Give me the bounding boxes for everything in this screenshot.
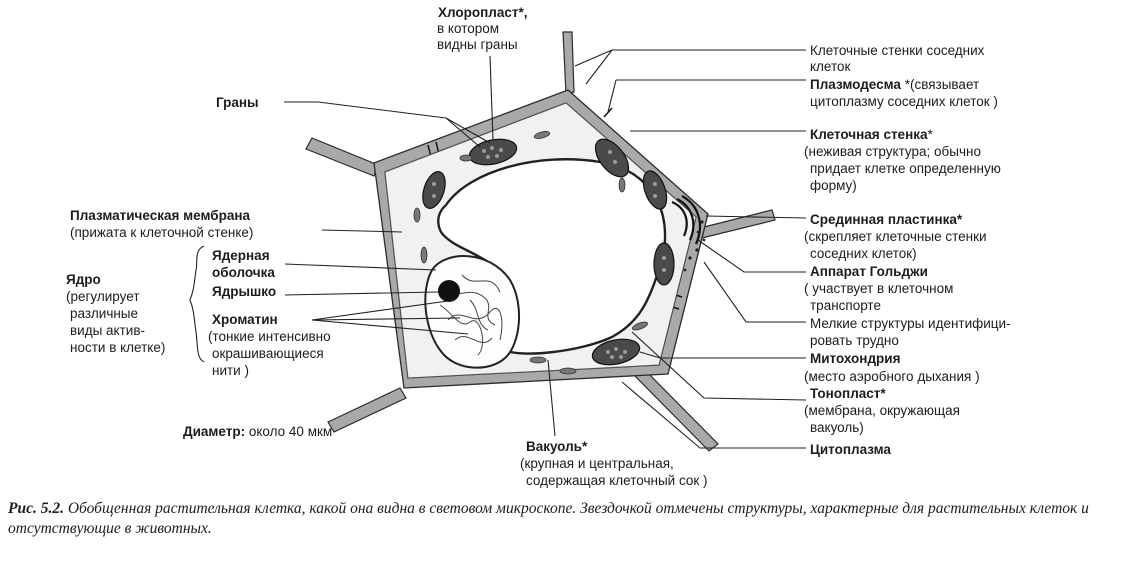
label-nucleus-l3: различные — [70, 306, 138, 321]
caption-text: Обобщенная растительная клетка, какой он… — [8, 500, 1089, 537]
label-vacuole: Вакуоль* — [526, 439, 588, 454]
caption-number: Рис. 5.2. — [8, 500, 64, 517]
neighbour-cell-walls — [305, 31, 776, 452]
diameter-value: около 40 мкм — [245, 424, 332, 439]
label-vacuole-l3: содержащая клеточный сок ) — [526, 473, 708, 488]
label-mitochondrion: Митохондрия — [810, 351, 900, 366]
label-small-structures-l2: ровать трудно — [810, 333, 899, 348]
label-small-structures: Мелкие структуры идентифици- — [810, 316, 1011, 331]
plasmodesma-rest: *(связывает — [901, 77, 979, 92]
label-vacuole-l2: (крупная и центральная, — [520, 456, 674, 471]
label-nucleus: Ядро — [66, 272, 101, 287]
label-tonoplast: Тонопласт* — [810, 386, 886, 401]
plasmodesma-title: Плазмодесма — [810, 77, 901, 92]
label-chromatin: Хроматин — [212, 312, 278, 327]
grana-dots — [432, 146, 666, 359]
label-chloroplast-l3: видны граны — [437, 37, 518, 52]
label-cytoplasm: Цитоплазма — [810, 442, 891, 457]
label-cell-wall-l2: (неживая структура; обычно — [804, 144, 981, 159]
label-mitochondrion-l2: (место аэробного дыхания ) — [804, 369, 980, 384]
label-golgi-l3: транспорте — [810, 298, 881, 313]
label-nucleolus: Ядрышко — [212, 284, 276, 299]
label-tonoplast-l2: (мембрана, окружающая — [804, 403, 960, 418]
label-nucleus-l5: ности в клетке) — [70, 340, 165, 355]
label-plasma-membrane: Плазматическая мембрана — [70, 208, 250, 223]
label-chromatin-l4: нити ) — [212, 363, 249, 378]
label-chromatin-l2: (тонкие интенсивно — [208, 329, 331, 344]
diameter-title: Диаметр: — [183, 424, 245, 439]
label-cell-wall-l4: форму) — [810, 178, 857, 193]
label-diameter: Диаметр: около 40 мкм — [183, 424, 332, 439]
label-plasmodesma: Плазмодесма *(связывает — [810, 77, 979, 92]
nucleus — [424, 255, 521, 369]
label-plasma-membrane-l2: (прижата к клеточной стенке) — [70, 225, 253, 240]
label-golgi-l2: ( участвует в клеточном — [804, 281, 953, 296]
plant-cell-diagram: Хлоропласт*, в котором видны граны Граны… — [66, 5, 1011, 488]
cell-wall-star: * — [928, 127, 934, 142]
label-cell-walls-l2: клеток — [810, 59, 851, 74]
label-middle-lamella-l3: соседних клеток) — [810, 246, 917, 261]
label-cell-wall: Клеточная стенка* — [810, 127, 934, 142]
golgi-apparatus — [671, 195, 701, 245]
chloroplasts — [422, 138, 675, 366]
cell-wall-title: Клеточная стенка — [810, 127, 928, 142]
nucleolus-dot — [438, 280, 460, 302]
label-plasmodesma-l2: цитоплазму соседних клеток ) — [810, 94, 998, 109]
label-nuclear-envelope-l2: оболочка — [212, 265, 275, 280]
figure-caption: Рис. 5.2. Обобщенная растительная клетка… — [8, 499, 1128, 539]
label-nucleus-l4: виды актив- — [70, 323, 145, 338]
label-golgi: Аппарат Гольджи — [810, 264, 928, 279]
label-middle-lamella: Срединная пластинка* — [810, 212, 963, 227]
leader-lines — [189, 49, 807, 449]
label-nuclear-envelope: Ядерная — [212, 248, 270, 263]
label-tonoplast-l3: вакуоль) — [810, 420, 864, 435]
label-chromatin-l3: окрашивающиеся — [212, 346, 324, 361]
label-cell-walls: Клеточные стенки соседних — [810, 43, 985, 58]
label-middle-lamella-l2: (скрепляет клеточные стенки — [804, 229, 987, 244]
central-vacuole — [437, 158, 667, 355]
label-chloroplast: Хлоропласт*, — [438, 5, 528, 20]
small-vesicles — [683, 220, 706, 272]
label-chloroplast-l2: в котором — [437, 21, 499, 36]
label-grana: Граны — [216, 95, 259, 110]
mitochondria — [413, 131, 648, 375]
label-nucleus-l2: (регулирует — [66, 289, 140, 304]
label-cell-wall-l3: придает клетке определенную — [810, 161, 1001, 176]
